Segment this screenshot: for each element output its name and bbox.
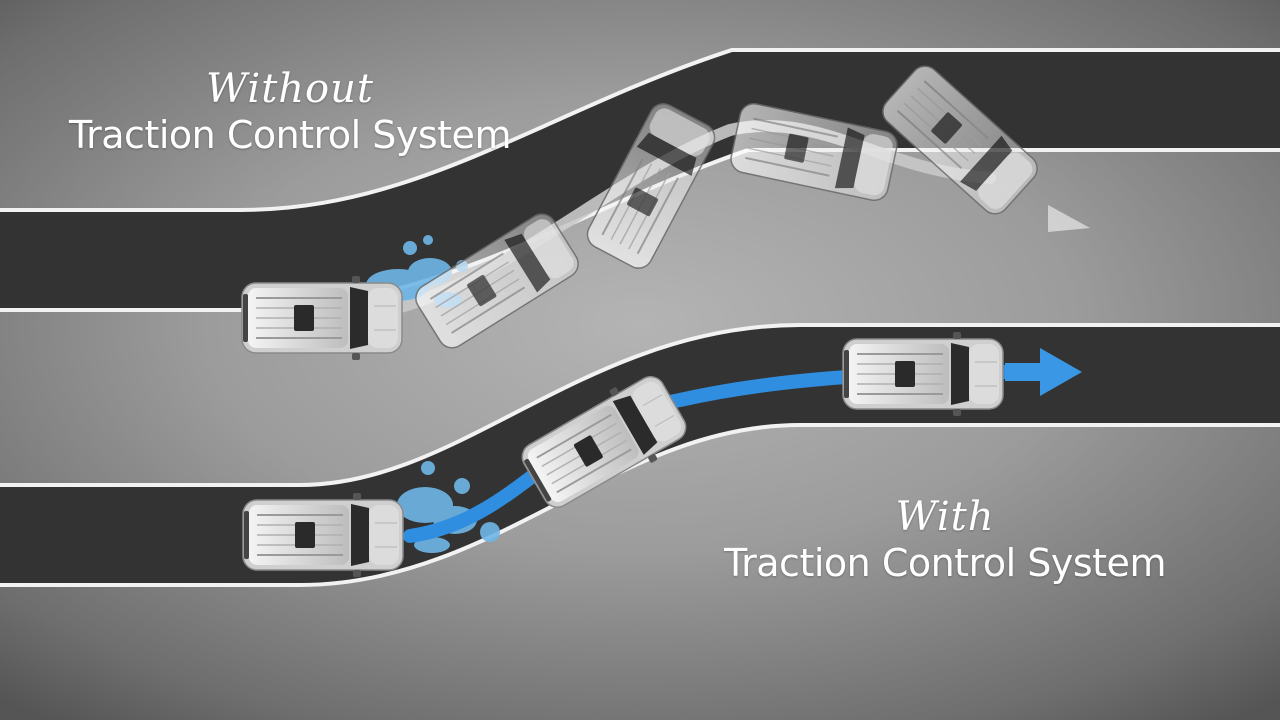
- car-with-1: [242, 492, 404, 578]
- caption-system: Traction Control System: [69, 113, 511, 157]
- caption-system: Traction Control System: [724, 541, 1166, 585]
- water-splash-icon: [397, 461, 500, 553]
- skid-direction-arrow: [1048, 205, 1090, 232]
- car-with-3: [842, 331, 1004, 417]
- car-without-1: [241, 275, 403, 361]
- caption-with-tcs: With Traction Control System: [690, 494, 1200, 586]
- caption-qualifier: With: [895, 494, 995, 540]
- caption-without-tcs: Without Traction Control System: [40, 66, 540, 158]
- caption-qualifier: Without: [206, 66, 374, 112]
